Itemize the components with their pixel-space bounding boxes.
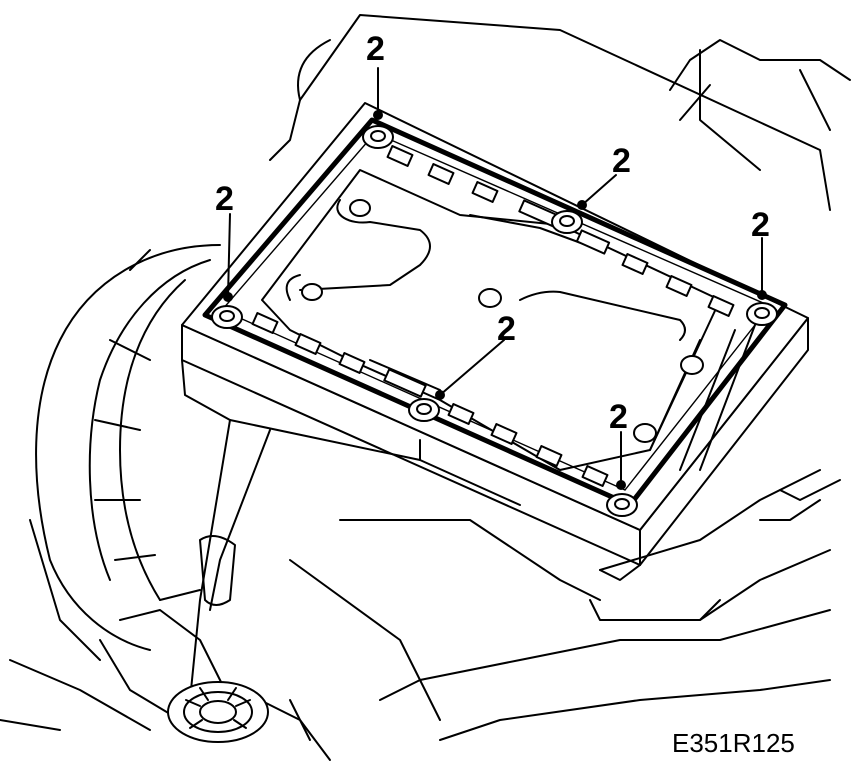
bolt-bottom-middle (408, 398, 440, 422)
bolt-left (211, 305, 243, 329)
lower-structure (0, 419, 841, 761)
left-round-housing (29, 244, 221, 661)
bolt-right (746, 302, 778, 326)
callout-label-center: 2 (497, 310, 516, 348)
bolt-bottom-right (606, 493, 638, 517)
callout-label-top-middle: 2 (612, 142, 631, 180)
callout-label-left: 2 (215, 180, 234, 218)
plate-holes (301, 199, 704, 443)
figure-reference-code: E351R125 (672, 728, 795, 758)
bolt-top-left (362, 125, 394, 149)
callout-label-top-left: 2 (366, 30, 385, 68)
bolt-top-middle (551, 210, 583, 234)
background-housing (269, 14, 851, 211)
callout-leaders (223, 67, 767, 490)
plate-ribs (251, 145, 735, 487)
callout-label-right: 2 (751, 206, 770, 244)
round-port (167, 681, 269, 743)
callout-label-bottom-right: 2 (609, 398, 628, 436)
